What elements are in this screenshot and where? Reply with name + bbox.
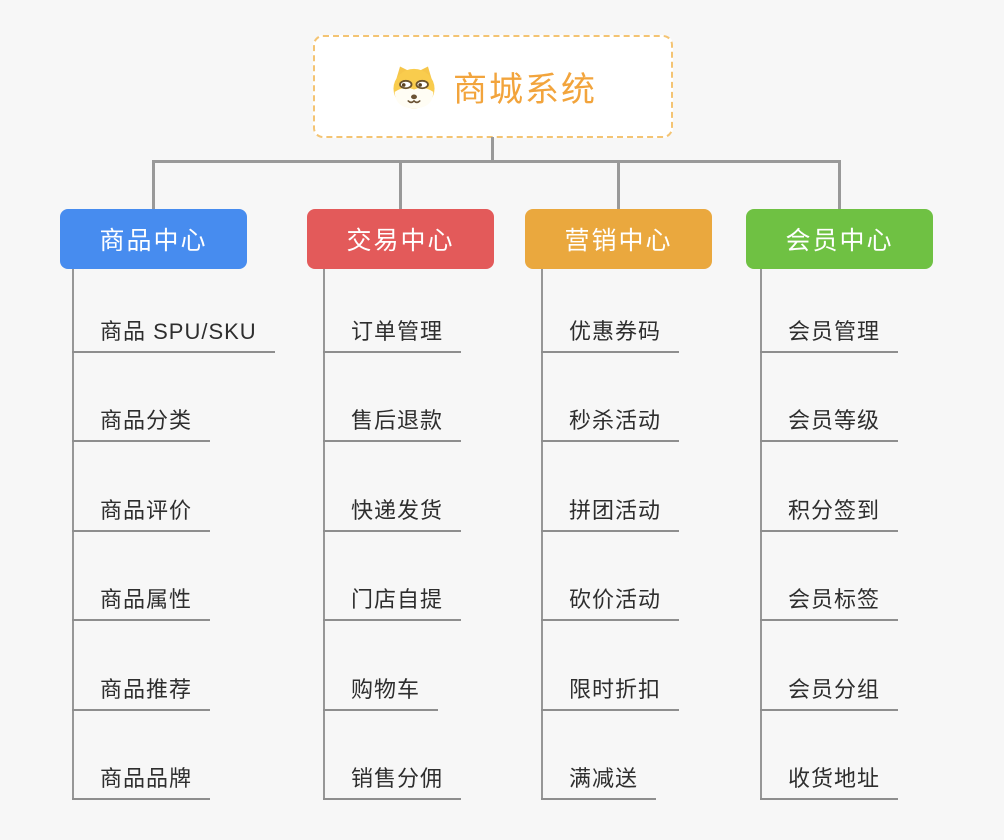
leaf-node[interactable]: 会员分组 xyxy=(760,677,899,711)
leaf-node[interactable]: 限时折扣 xyxy=(541,677,680,711)
connector-drop-trade-center xyxy=(399,160,402,209)
root-node-label: 商城系统 xyxy=(453,71,597,109)
branch-node-label: 商品中心 xyxy=(99,227,208,255)
leaf-node[interactable]: 收货地址 xyxy=(760,766,899,800)
leaf-node[interactable]: 门店自提 xyxy=(323,587,462,622)
branch-node-label: 会员中心 xyxy=(785,227,894,255)
branch-node-product-center[interactable]: 商品中心 xyxy=(60,209,247,269)
leaf-node[interactable]: 商品评价 xyxy=(72,498,211,532)
leaf-node[interactable]: 秒杀活动 xyxy=(541,408,680,443)
branch-node-label: 营销中心 xyxy=(564,227,673,255)
leaf-node[interactable]: 商品 SPU/SKU xyxy=(72,319,275,353)
connector-drop-marketing-center xyxy=(617,160,620,209)
leaf-node[interactable]: 售后退款 xyxy=(323,408,462,443)
branch-node-trade-center[interactable]: 交易中心 xyxy=(307,209,494,269)
leaf-node[interactable]: 商品推荐 xyxy=(72,677,211,711)
root-node[interactable]: 商城系统 xyxy=(313,35,673,138)
branch-node-member-center[interactable]: 会员中心 xyxy=(746,209,933,269)
leaf-node[interactable]: 会员标签 xyxy=(760,587,899,622)
leaf-node[interactable]: 购物车 xyxy=(323,677,439,711)
leaf-node[interactable]: 商品属性 xyxy=(72,587,211,622)
leaf-node[interactable]: 会员等级 xyxy=(760,408,899,443)
leaf-node[interactable]: 销售分佣 xyxy=(323,766,462,800)
branch-node-label: 交易中心 xyxy=(346,227,455,255)
branch-line-member-center xyxy=(760,269,762,800)
leaf-node[interactable]: 商品品牌 xyxy=(72,766,211,800)
leaf-node[interactable]: 拼团活动 xyxy=(541,498,680,532)
branch-line-trade-center xyxy=(323,269,325,800)
connector-root-stub xyxy=(491,137,494,163)
leaf-node[interactable]: 商品分类 xyxy=(72,408,211,443)
connector-drop-member-center xyxy=(838,160,841,209)
leaf-node[interactable]: 订单管理 xyxy=(323,319,462,353)
leaf-node[interactable]: 满减送 xyxy=(541,766,657,800)
leaf-node[interactable]: 会员管理 xyxy=(760,319,899,353)
branch-line-product-center xyxy=(72,269,74,800)
leaf-node[interactable]: 快递发货 xyxy=(323,498,462,532)
branch-line-marketing-center xyxy=(541,269,543,800)
leaf-node[interactable]: 积分签到 xyxy=(760,498,899,532)
shiba-dog-icon xyxy=(393,65,435,108)
connector-drop-product-center xyxy=(152,160,155,209)
leaf-node[interactable]: 优惠券码 xyxy=(541,319,680,353)
branch-node-marketing-center[interactable]: 营销中心 xyxy=(525,209,712,269)
connector-horizontal xyxy=(152,160,841,163)
leaf-node[interactable]: 砍价活动 xyxy=(541,587,680,622)
